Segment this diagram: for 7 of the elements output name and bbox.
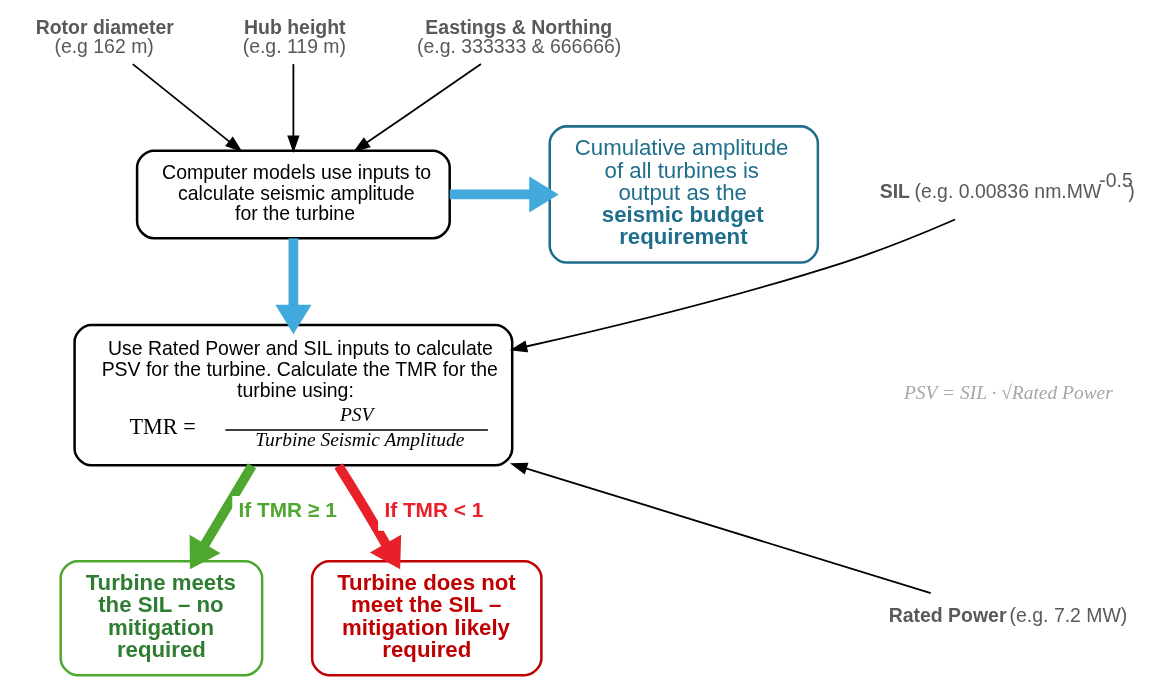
node-text: Rated Power (e.g. 7.2 MW): [888, 603, 1127, 626]
edge-label: If TMR < 1: [383, 498, 483, 522]
node-text: Eastings & Northing (e.g. 333333 & 666666): [416, 15, 621, 58]
edge-label: If TMR ≥ 1: [238, 498, 337, 522]
node-text: Rotor diameter (e.g 162 m): [35, 15, 174, 58]
node-text: Hub height (e.g. 119 m): [242, 15, 346, 58]
label: PSV = SIL · √Rated Power: [903, 381, 1113, 403]
